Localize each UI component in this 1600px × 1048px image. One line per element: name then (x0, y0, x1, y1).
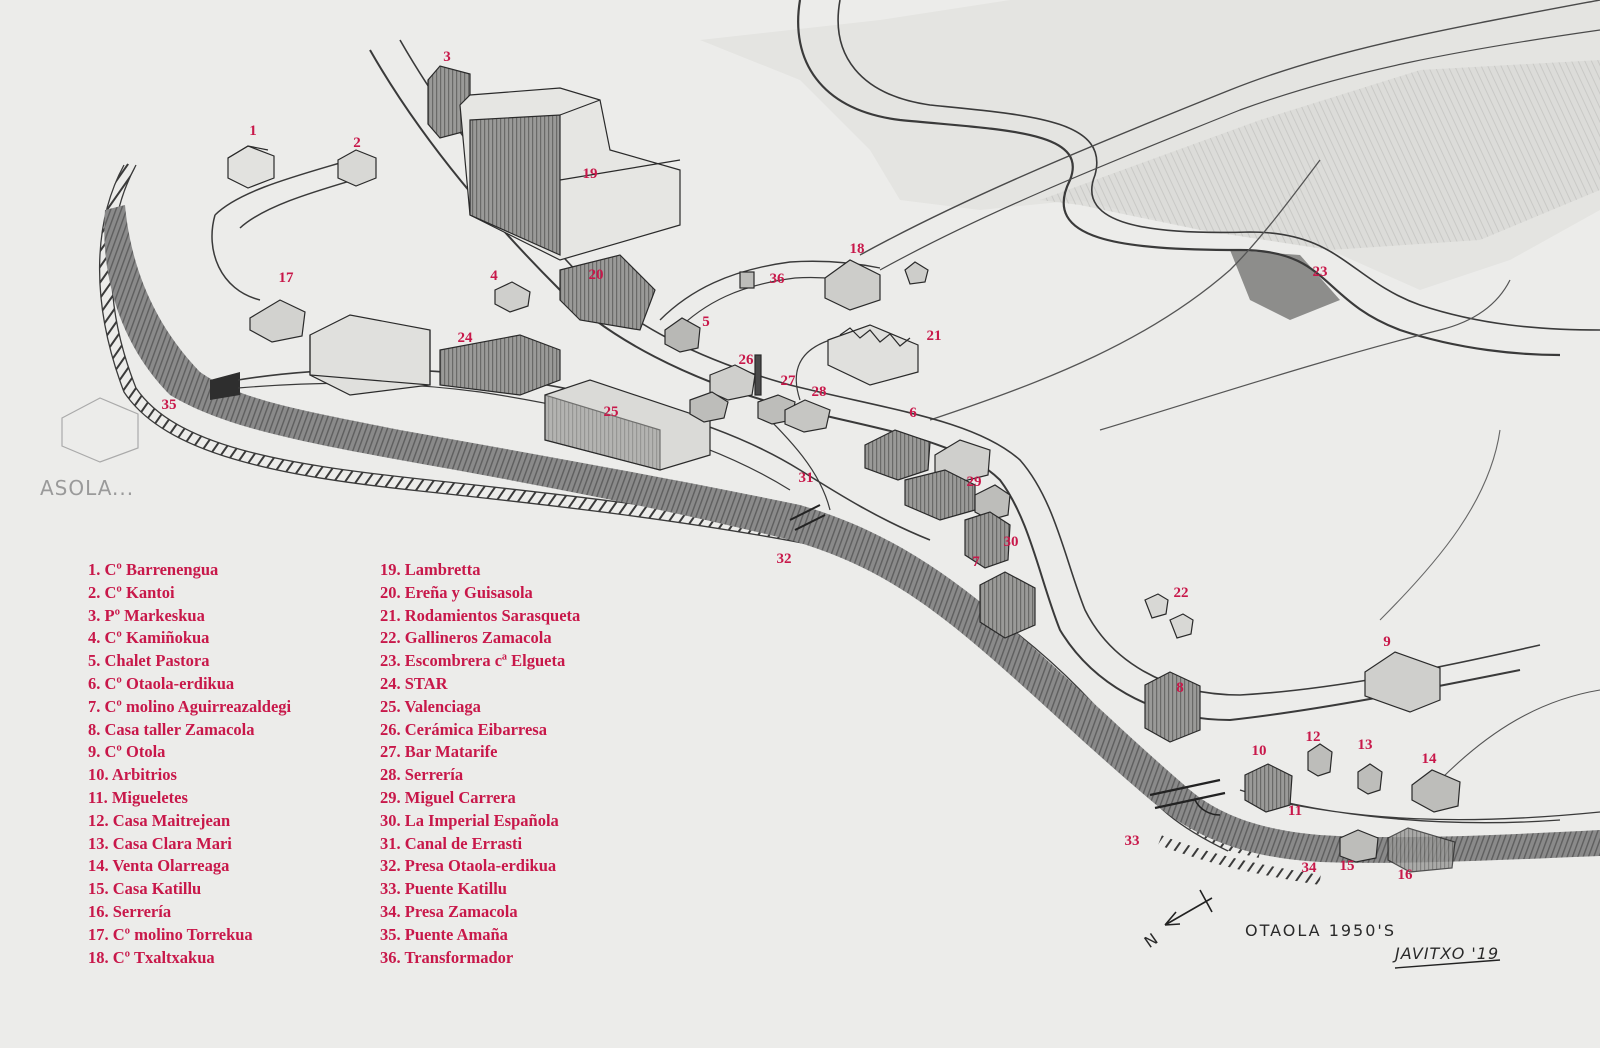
upper-road-edge (837, 0, 1600, 331)
legend-item: 14. Venta Olarreaga (88, 856, 230, 876)
legend-column-1: 1. Cº Barrenengua 2. Cº Kantoi 3. Pº Mar… (88, 559, 291, 969)
legend-item: 2. Cº Kantoi (88, 582, 175, 602)
legend-item: 26. Cerámica Eibarresa (380, 719, 547, 739)
artist-signature: JAVITXO '19 (1395, 944, 1500, 963)
upper-road (797, 0, 1561, 357)
legend-item: 9. Cº Otola (88, 742, 166, 762)
north-arrow (1164, 889, 1213, 926)
marker-18: 18 (849, 241, 865, 257)
legend-item: 12. Casa Maitrejean (88, 810, 231, 830)
marker-30: 30 (1003, 534, 1019, 550)
marker-19: 19 (582, 166, 598, 182)
marker-17: 17 (278, 270, 294, 286)
map-title: OTAOLA 1950'S (1245, 921, 1396, 940)
marker-16: 16 (1397, 867, 1413, 883)
legend-column-2: 19. Lambretta 20. Ereña y Guisasola 21. … (380, 559, 580, 969)
legend-item: 22. Gallineros Zamacola (380, 628, 552, 648)
marker-31: 31 (798, 470, 814, 486)
marker-28: 28 (811, 384, 827, 400)
legend-item: 33. Puente Katillu (380, 879, 507, 899)
slope-hatch (1040, 60, 1600, 250)
legend-item: 19. Lambretta (380, 560, 481, 579)
marker-13: 13 (1357, 737, 1373, 753)
legend-item: 11. Migueletes (88, 787, 188, 807)
marker-14: 14 (1421, 751, 1437, 767)
legend-item: 20. Ereña y Guisasola (380, 582, 533, 602)
legend-item: 6. Cº Otaola-erdikua (88, 673, 235, 693)
legend-item: 8. Casa taller Zamacola (88, 719, 255, 739)
marker-36: 36 (769, 271, 785, 287)
marker-15: 15 (1339, 858, 1355, 874)
marker-7: 7 (972, 554, 980, 570)
marker-20: 20 (588, 267, 604, 283)
legend-item: 18. Cº Txaltxakua (88, 947, 215, 967)
bridge-33 (1149, 778, 1226, 810)
legend-item: 34. Presa Zamacola (380, 901, 518, 921)
road-to-21 (795, 339, 831, 401)
faint-handwriting: ASOLA... (40, 476, 135, 500)
marker-32: 32 (776, 551, 792, 567)
legend-item: 21. Rodamientos Sarasqueta (380, 605, 581, 625)
marker-35: 35 (161, 397, 177, 413)
hill-path (929, 159, 1321, 421)
bridge-32 (789, 504, 826, 531)
legend-item: 3. Pº Markeskua (88, 605, 205, 625)
marker-1: 1 (249, 123, 257, 139)
marker-4: 4 (490, 268, 498, 284)
marker-24: 24 (457, 330, 473, 346)
marker-27: 27 (780, 373, 796, 389)
legend-item: 10. Arbitrios (88, 765, 177, 785)
legend-item: 4. Cº Kamiñokua (88, 628, 210, 648)
marker-26: 26 (738, 352, 754, 368)
marker-3: 3 (443, 49, 451, 65)
escombrera (1230, 250, 1340, 320)
diagonal-road (859, 0, 1600, 256)
legend-item: 17. Cº molino Torrekua (88, 924, 253, 944)
legend-item: 23. Escombrera cª Elgueta (380, 651, 566, 671)
marker-34: 34 (1301, 860, 1317, 876)
buildings (61, 65, 1461, 873)
legend-item: 29. Miguel Carrera (380, 787, 516, 807)
railway-lower (1158, 835, 1321, 885)
legend-item: 24. STAR (380, 673, 448, 693)
legend-item: 5. Chalet Pastora (88, 651, 210, 671)
marker-10: 10 (1251, 743, 1267, 759)
legend-item: 30. La Imperial Española (380, 810, 559, 830)
marker-33: 33 (1124, 833, 1140, 849)
marker-2: 2 (353, 135, 361, 151)
legend-item: 27. Bar Matarife (380, 742, 498, 762)
legend-item: 7. Cº molino Aguirreazaldegi (88, 696, 292, 716)
legend-item: 32. Presa Otaola-erdikua (380, 856, 557, 876)
river (104, 205, 1600, 863)
legend-item: 1. Cº Barrenengua (88, 560, 219, 579)
main-road (369, 49, 1521, 722)
marker-6: 6 (909, 405, 917, 421)
marker-29: 29 (966, 474, 982, 490)
legend-item: 25. Valenciaga (380, 696, 481, 716)
legend-item: 28. Serrería (380, 765, 464, 785)
marker-22: 22 (1173, 585, 1189, 601)
marker-12: 12 (1305, 729, 1321, 745)
marker-11: 11 (1287, 803, 1303, 819)
marker-8: 8 (1176, 680, 1184, 696)
legend-item: 13. Casa Clara Mari (88, 833, 232, 853)
legend-item: 15. Casa Katillu (88, 879, 202, 899)
marker-23: 23 (1312, 264, 1328, 280)
marker-25: 25 (603, 404, 619, 420)
legend-item: 36. Transformador (380, 947, 514, 967)
marker-21: 21 (926, 328, 942, 344)
marker-9: 9 (1383, 634, 1391, 650)
legend-item: 16. Serrería (88, 901, 172, 921)
marker-5: 5 (702, 314, 710, 330)
legend-item: 31. Canal de Errasti (380, 833, 523, 853)
legend-item: 35. Puente Amaña (380, 924, 508, 944)
